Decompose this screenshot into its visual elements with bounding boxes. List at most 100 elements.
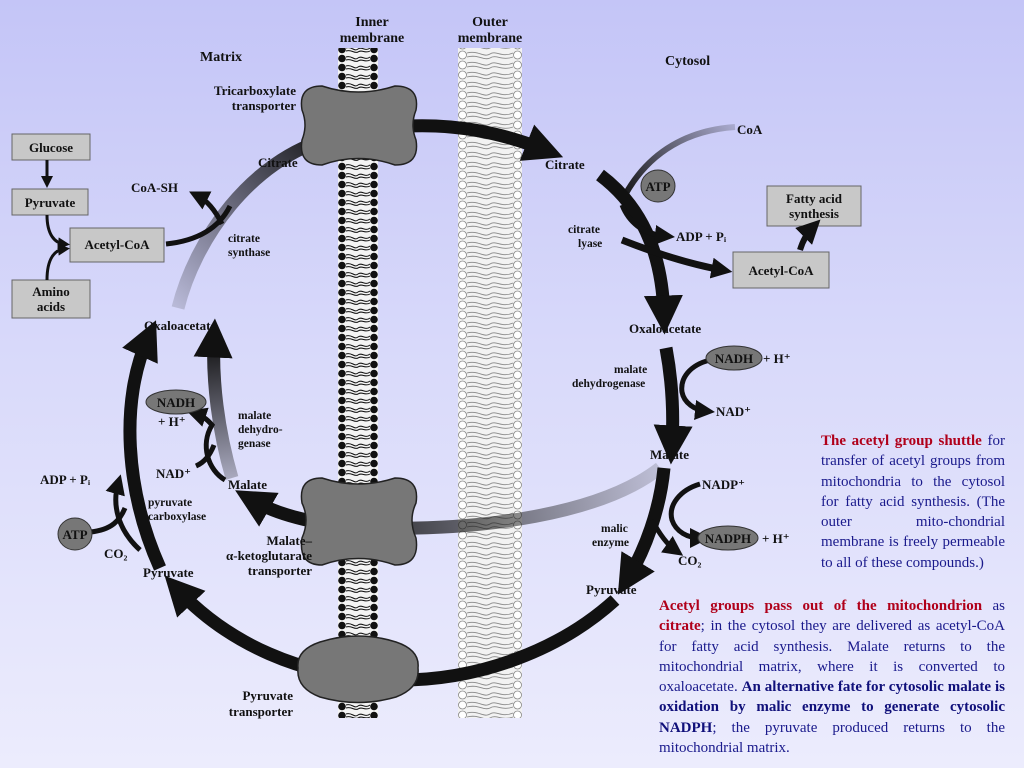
- inner-membrane-label-2: membrane: [340, 31, 405, 46]
- amino-acids-box: [11, 279, 91, 319]
- tricarboxylate-label-1: Tricarboxylate: [214, 83, 296, 98]
- amino-acids-label-1: Amino: [32, 284, 70, 299]
- citrate-synthase-label-1: citrate: [228, 233, 260, 245]
- acetylcoa-to-fattyacid-arrow: [795, 219, 821, 251]
- acetyl-coa-matrix-label: Acetyl-CoA: [85, 237, 151, 252]
- caption-shuttle: The acetyl group shuttle for transfer of…: [821, 431, 1005, 573]
- cytosol-label: Cytosol: [665, 54, 710, 69]
- malate-dh-cytosol-label-1: malate: [614, 364, 647, 376]
- citrate-synthase-label-2: synthase: [228, 247, 270, 259]
- atp-cytosol-oval: [640, 169, 676, 203]
- acetylcoa-cytosol-arrow: [620, 236, 733, 279]
- nad-matrix-arrow: [194, 444, 217, 469]
- adp-matrix-arrow: [105, 474, 142, 552]
- malate-ketoglutarate-transporter: [300, 477, 418, 566]
- pyruvate-carboxylase-label-1: pyruvate: [148, 497, 192, 509]
- h-plus-matrix-label: + H⁺: [158, 414, 186, 429]
- pyruvate-transporter-label-1: Pyruvate: [242, 688, 293, 703]
- atp-cytosol-label: ATP: [645, 179, 670, 194]
- nadp-cytosol-arrow: [668, 481, 710, 548]
- malic-enzyme-label-1: malic: [601, 523, 628, 535]
- tricarboxylate-transporter: [300, 85, 418, 166]
- caption-acetyl-bold: An alternative fate for cytosolic malate…: [659, 679, 1005, 736]
- glucose-label: Glucose: [29, 140, 73, 155]
- nadph-label: NADPH: [705, 531, 751, 546]
- citrate-lyase-label-2: lyase: [578, 238, 602, 250]
- fatty-acid-box: [766, 185, 862, 227]
- adp-pi-matrix-label: ADP + Pᵢ: [40, 472, 91, 487]
- nadp-plus-label: NADP⁺: [702, 477, 745, 492]
- matrix-label: Matrix: [200, 50, 242, 65]
- nad-plus-matrix-label: NAD⁺: [156, 466, 191, 481]
- pyruvate-matrix-label: Pyruvate: [143, 565, 194, 580]
- malate-dh-label-1: malate: [238, 410, 271, 422]
- caption-acetyl-red-2: citrate: [659, 618, 701, 635]
- malate-to-pyruvate-arrow: [617, 467, 671, 595]
- coash-release-arrow: [189, 191, 225, 226]
- nadh-cytosol-label: NADH: [715, 351, 753, 366]
- h-plus-cytosol-label: + H⁺: [763, 351, 791, 366]
- caption-acetyl-text-1: as: [982, 598, 1006, 614]
- citrate-matrix-label: Citrate: [258, 155, 298, 170]
- malate-matrix-label: Malate: [228, 477, 267, 492]
- pyruvate-to-oxaloacetate-arrow: [122, 320, 166, 571]
- malate-return-arrow: [235, 462, 665, 535]
- nadph-oval: [697, 525, 759, 551]
- pyruvate-box: [11, 188, 89, 216]
- amino-acids-label-2: acids: [37, 299, 65, 314]
- atp-matrix-arrow: [89, 506, 128, 535]
- tricarboxylate-label-2: transporter: [232, 98, 296, 113]
- adp-cytosol-arrow: [619, 203, 675, 245]
- malate-dh-cytosol-label-2: dehydrogenase: [572, 378, 645, 390]
- caption-shuttle-body: for transfer of acetyl groups from mitoc…: [821, 433, 1005, 571]
- caption-shuttle-title: The acetyl group shuttle: [821, 433, 982, 449]
- nadh-cytosol-oval: [705, 345, 763, 371]
- aminoacids-to-acetylcoa-arrow: [45, 243, 70, 281]
- pyruvate-carboxylase-label-2: carboxylase: [148, 511, 206, 523]
- nad-plus-cytosol-label: NAD⁺: [716, 404, 751, 419]
- acetyl-coa-cytosol-label: Acetyl-CoA: [749, 263, 815, 278]
- oxaloacetate-to-malate-arrow: [653, 346, 693, 465]
- malate-dh-label-3: genase: [238, 438, 271, 450]
- malate-akg-label-3: transporter: [248, 563, 312, 578]
- outer-membrane: [458, 48, 522, 718]
- malate-cytosol-label: Malate: [650, 447, 689, 462]
- coa-sh-label: CoA-SH: [131, 180, 178, 195]
- coa-input-arrow: [622, 124, 736, 197]
- pyruvate-cytosol-label: Pyruvate: [586, 582, 637, 597]
- coa-label: CoA: [737, 122, 763, 137]
- caption-acetyl-groups: Acetyl groups pass out of the mitochondr…: [659, 596, 1005, 758]
- oxaloacetate-matrix-label: Oxaloacetate: [144, 318, 216, 333]
- nadh-matrix-arrow: [186, 407, 227, 483]
- outer-membrane-label-1: Outer: [472, 15, 508, 30]
- glucose-box: [11, 133, 91, 161]
- caption-acetyl-text-3: ; the pyruvate produced returns to the m…: [659, 719, 1005, 757]
- malate-akg-label-1: Malate–: [267, 533, 313, 548]
- pyruvate-transporter-label-2: transporter: [229, 704, 293, 719]
- citrate-cytosol-label: Citrate: [545, 157, 585, 172]
- acetylcoa-to-citrate-arrow: [165, 204, 233, 247]
- malate-dh-label-2: dehydro-: [238, 424, 283, 436]
- oxaloacetate-cytosol-label: Oxaloacetate: [629, 321, 701, 336]
- malic-enzyme-label-2: enzyme: [592, 537, 629, 549]
- co2-matrix-label: CO₂: [104, 546, 128, 561]
- pyruvate-box-label: Pyruvate: [25, 195, 76, 210]
- nadh-cytosol-arrow: [679, 357, 715, 420]
- acetyl-coa-matrix-box: [69, 227, 165, 263]
- co2-cytosol-label: CO₂: [678, 553, 702, 568]
- nadh-matrix-label: NADH: [157, 395, 195, 410]
- co2-cytosol-arrow: [649, 518, 684, 556]
- caption-acetyl-text-2: ; in the cytosol they are delivered as a…: [659, 618, 1005, 696]
- inner-membrane-label-1: Inner: [355, 15, 388, 30]
- atp-matrix-label: ATP: [62, 527, 87, 542]
- h-plus-nadph-label: + H⁺: [762, 531, 790, 546]
- malate-to-oxaloacetate-arrow: [193, 318, 239, 480]
- outer-membrane-label-2: membrane: [458, 31, 523, 46]
- caption-acetyl-red-1: Acetyl groups pass out of the mitochondr…: [659, 598, 983, 614]
- acetyl-coa-cytosol-box: [732, 251, 830, 289]
- pyruvate-to-acetylcoa-arrow: [45, 214, 70, 250]
- citrate-lyase-label-1: citrate: [568, 224, 600, 236]
- adp-pi-cytosol-label: ADP + Pᵢ: [676, 229, 727, 244]
- pyruvate-transporter: [297, 635, 419, 704]
- atp-matrix-oval: [57, 517, 93, 551]
